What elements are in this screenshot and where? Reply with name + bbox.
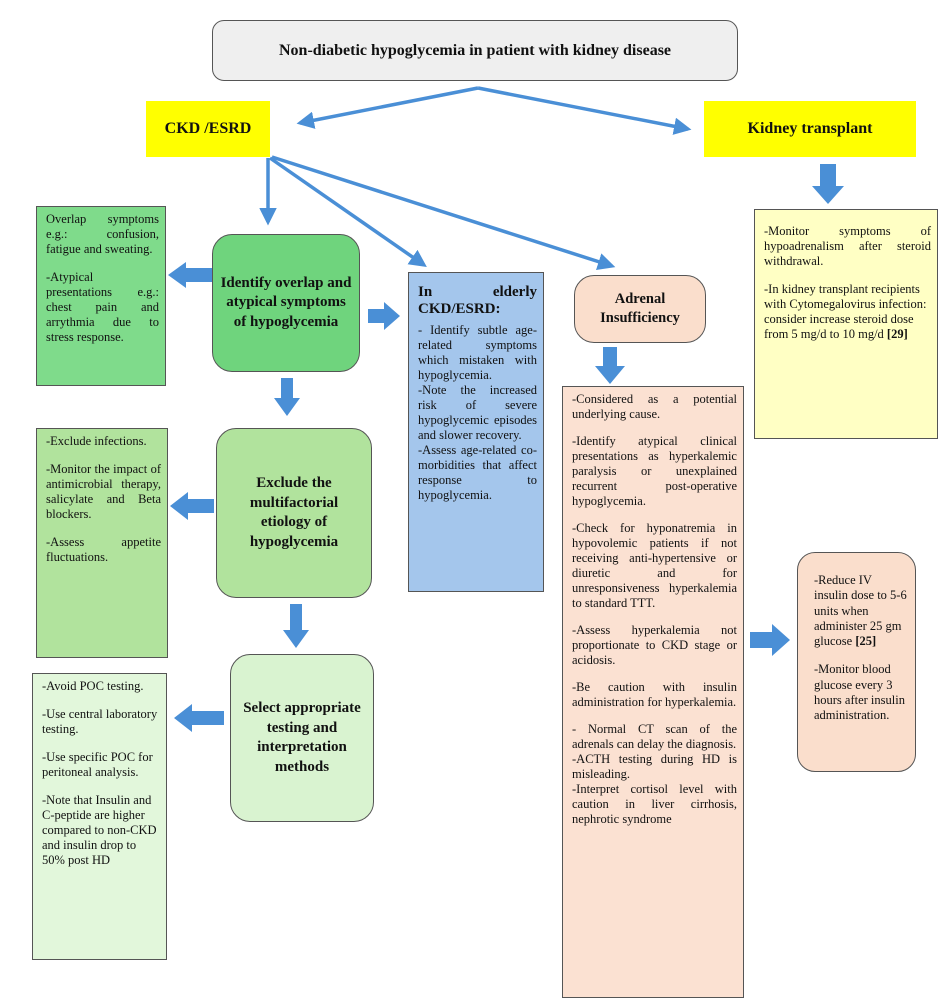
panel-item: -Monitor the impact of antimicrobial the… bbox=[46, 462, 161, 521]
panel-item: -Considered as a potential underlying ca… bbox=[572, 392, 737, 421]
panel-item: -Assess appetite fluctuations. bbox=[46, 535, 161, 564]
panel-item: -Note that Insulin and C-peptide are hig… bbox=[42, 793, 157, 867]
panel-item: - Identify subtle age-related symptoms w… bbox=[418, 322, 537, 382]
panel-item: -Use specific POC for peritoneal analysi… bbox=[42, 750, 153, 779]
panel-item: -Interpret cortisol level with caution i… bbox=[572, 782, 737, 826]
panel-item: -Use central laboratory testing. bbox=[42, 707, 158, 736]
panel-item: -In kidney transplant recipients with Cy… bbox=[764, 282, 931, 342]
panel-item: -Exclude infections. bbox=[46, 434, 147, 448]
adrenal-insufficiency-node: Adrenal Insufficiency bbox=[574, 275, 706, 343]
adrenal-details-panel: -Considered as a potential underlying ca… bbox=[562, 386, 744, 998]
diagram-title: Non-diabetic hypoglycemia in patient wit… bbox=[212, 20, 738, 81]
panel-item-text: -Reduce IV insulin dose to 5-6 units whe… bbox=[814, 573, 907, 648]
arrow-ckd-to-elderly bbox=[269, 156, 427, 267]
arrow-exclude-left bbox=[170, 492, 214, 520]
panel-item-text: -In kidney transplant recipients with Cy… bbox=[764, 282, 927, 341]
exclude-etiology-node: Exclude the multifactorial etiology of h… bbox=[216, 428, 372, 598]
arrow-adrenal-right bbox=[750, 624, 790, 656]
reference-29: [29] bbox=[886, 327, 908, 341]
panel-item: -Monitor symptoms of hypoadrenalism afte… bbox=[764, 224, 931, 268]
panel-item: -Monitor blood glucose every 3 hours aft… bbox=[814, 662, 905, 722]
panel-item: -Reduce IV insulin dose to 5-6 units whe… bbox=[814, 573, 907, 649]
arrow-overlap-right bbox=[368, 302, 400, 330]
arrow-overlap-left bbox=[168, 262, 212, 288]
panel-item: -Atypical presentations e.g.: chest pain… bbox=[46, 270, 159, 344]
overlap-symptoms-panel: Overlap symptoms e.g.: confusion, fatigu… bbox=[36, 206, 166, 386]
arrow-select-left bbox=[174, 704, 224, 732]
arrow-exclude-down bbox=[283, 604, 309, 648]
arrow-title-to-transplant bbox=[477, 86, 692, 135]
panel-item: -Check for hyponatremia in hypovolemic p… bbox=[572, 521, 737, 610]
panel-item: -Assess hyperkalemia not proportionate t… bbox=[572, 623, 737, 667]
panel-item: -ACTH testing during HD is misleading. bbox=[572, 752, 737, 781]
panel-item: -Identify atypical clinical presentation… bbox=[572, 434, 737, 508]
arrow-title-to-ckd bbox=[296, 86, 479, 129]
ckd-esrd-node: CKD /ESRD bbox=[146, 101, 270, 157]
identify-overlap-node: Identify overlap and atypical symptoms o… bbox=[212, 234, 360, 372]
arrow-transplant-down bbox=[812, 164, 844, 204]
exclude-factors-panel: -Exclude infections. -Monitor the impact… bbox=[36, 428, 168, 658]
elderly-panel: In elderly CKD/ESRD: - Identify subtle a… bbox=[408, 272, 544, 592]
panel-item: -Be caution with insulin administration … bbox=[572, 680, 737, 709]
panel-item: Overlap symptoms e.g.: confusion, fatigu… bbox=[46, 212, 159, 256]
select-testing-node: Select appropriate testing and interpret… bbox=[230, 654, 374, 822]
arrow-overlap-down bbox=[274, 378, 300, 416]
elderly-panel-title: In elderly CKD/ESRD: bbox=[418, 284, 537, 318]
panel-item: -Assess age-related co-morbidities that … bbox=[418, 442, 537, 502]
transplant-panel: -Monitor symptoms of hypoadrenalism afte… bbox=[754, 209, 938, 439]
panel-item: - Normal CT scan of the adrenals can del… bbox=[572, 722, 737, 751]
arrow-ckd-to-adrenal bbox=[271, 155, 616, 271]
arrow-adrenal-down bbox=[595, 347, 625, 384]
kidney-transplant-node: Kidney transplant bbox=[704, 101, 916, 157]
panel-item: -Note the increased risk of severe hypog… bbox=[418, 382, 537, 442]
insulin-dose-panel: -Reduce IV insulin dose to 5-6 units whe… bbox=[797, 552, 916, 772]
reference-25: [25] bbox=[855, 634, 877, 648]
panel-item: -Avoid POC testing. bbox=[42, 679, 144, 693]
testing-methods-panel: -Avoid POC testing. -Use central laborat… bbox=[32, 673, 167, 960]
